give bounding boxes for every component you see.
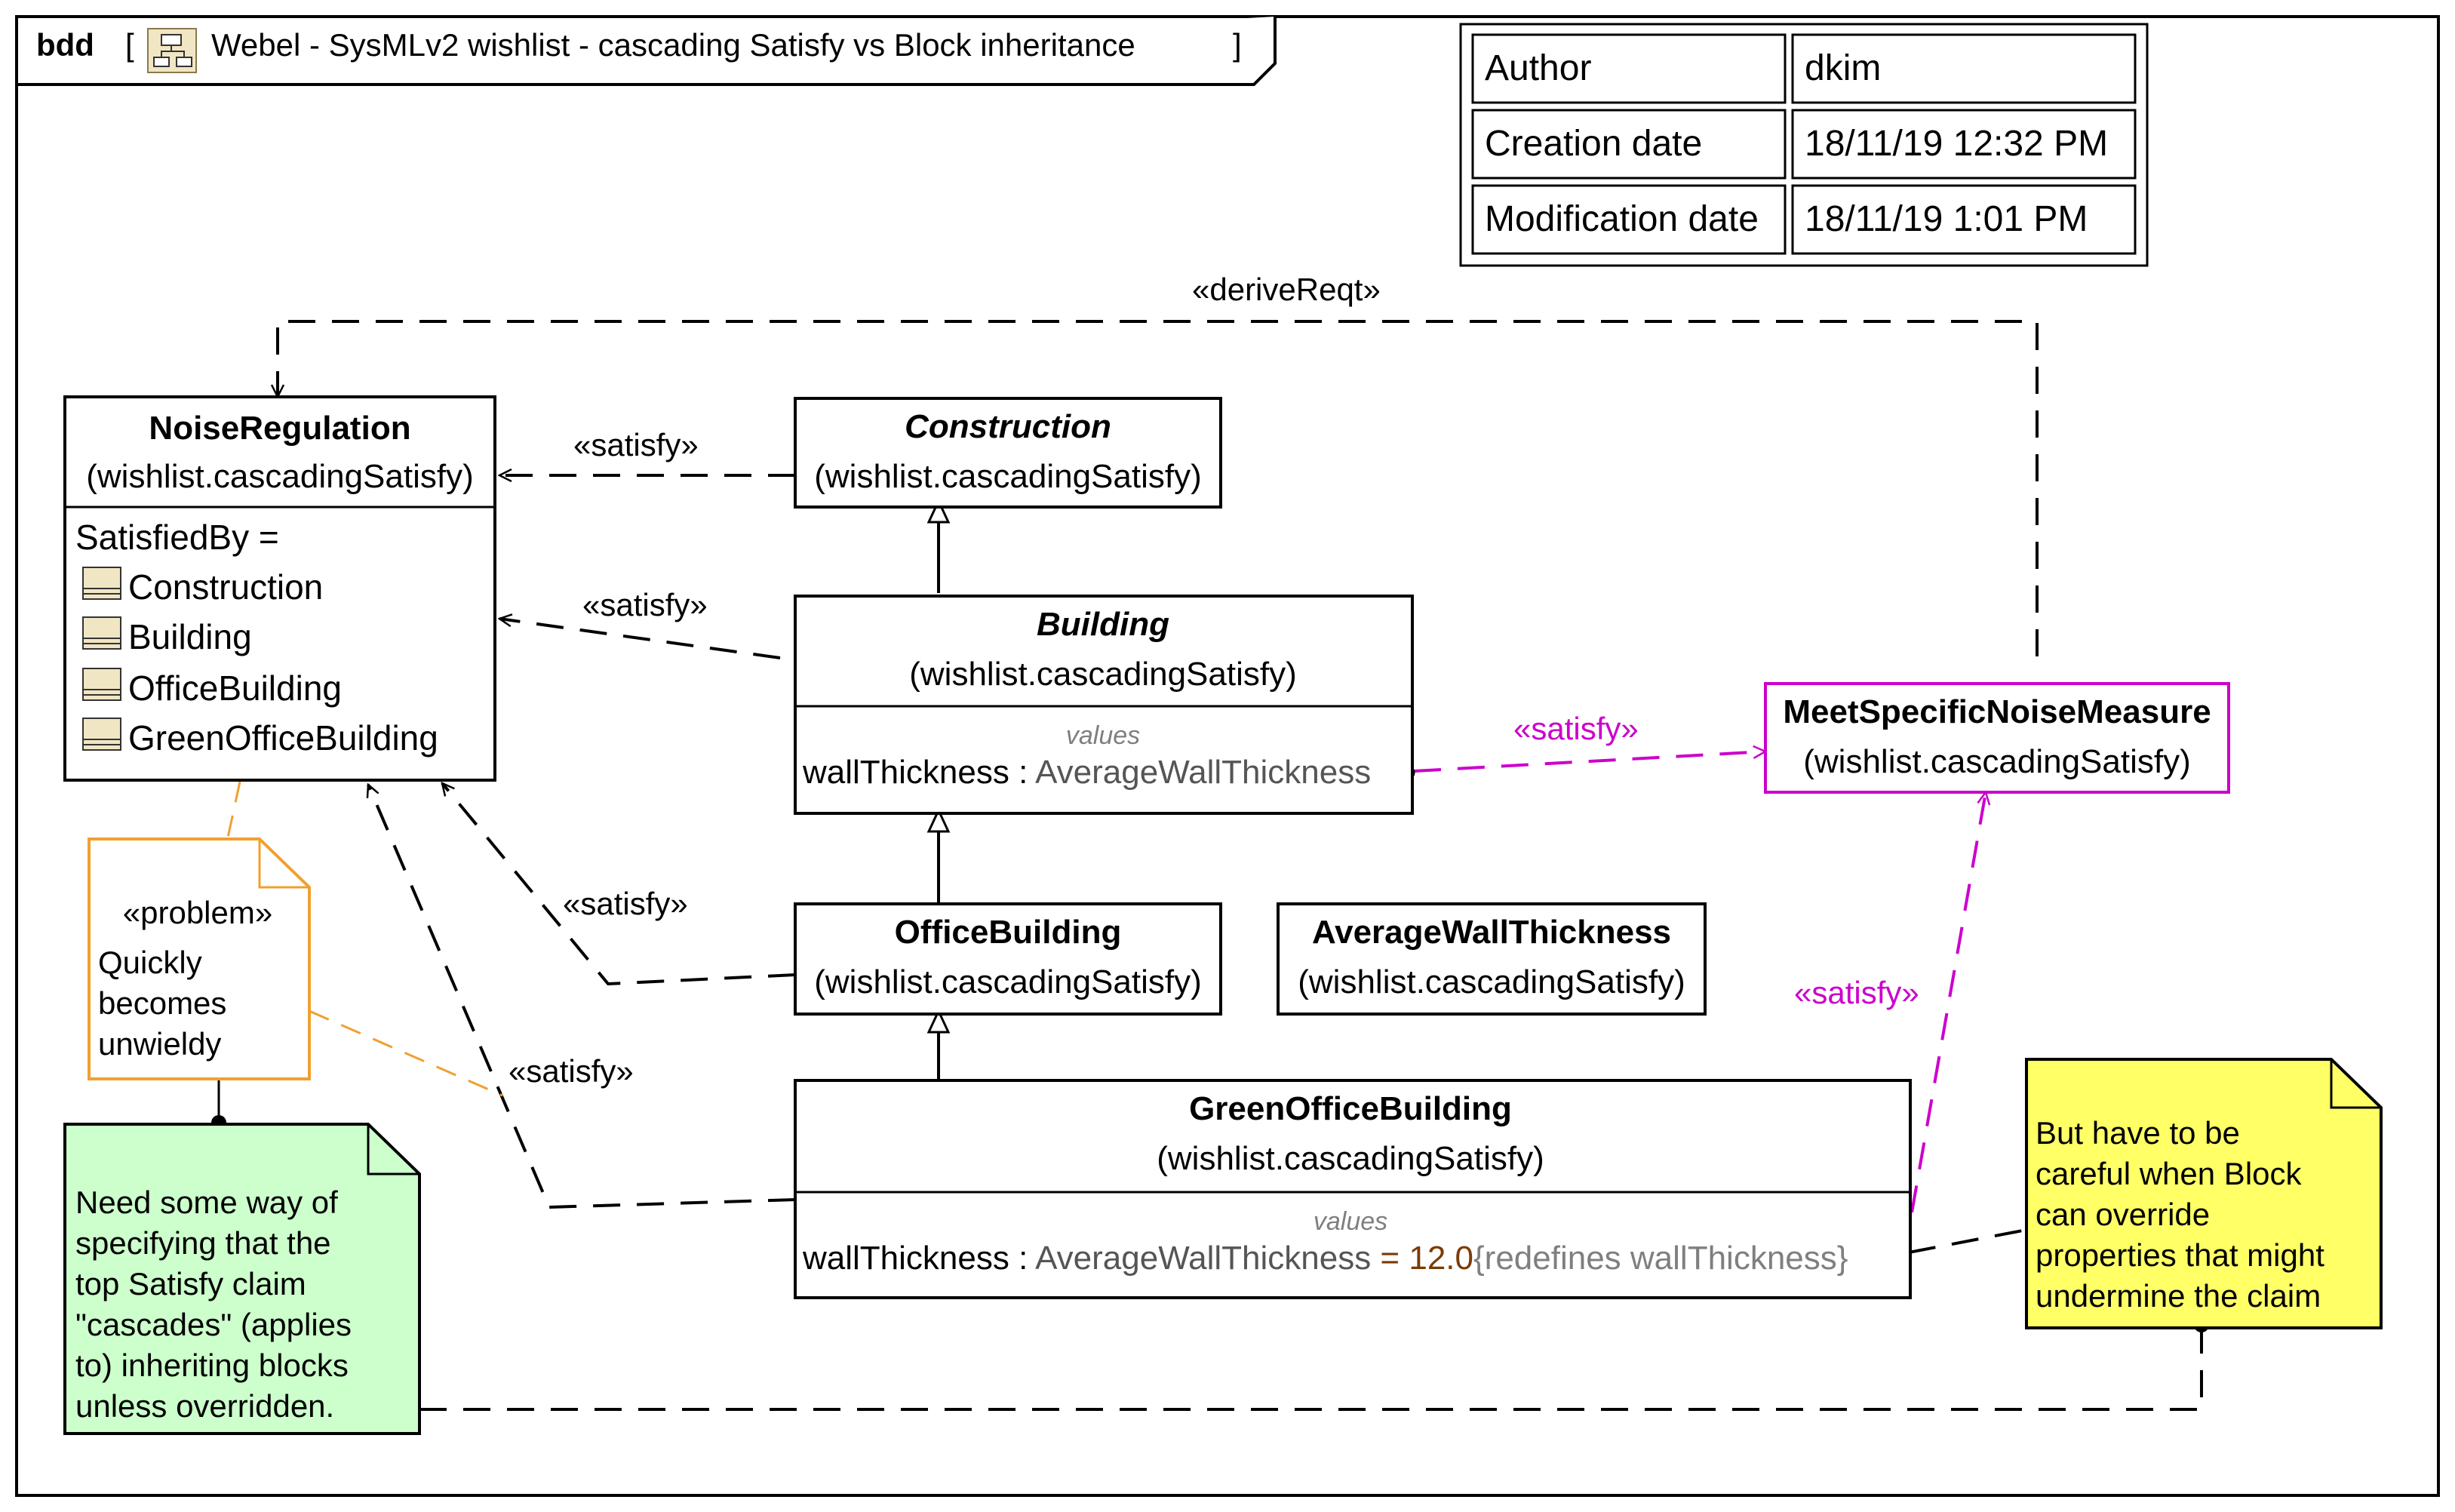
note-line: Need some way of	[75, 1185, 338, 1220]
satisfied-by-item: OfficeBuilding	[128, 668, 342, 708]
satisfied-by-item: Construction	[128, 567, 323, 607]
block-building[interactable]: Building (wishlist.cascadingSatisfy) val…	[794, 595, 1414, 815]
info-value-author: dkim	[1805, 48, 1881, 88]
note-line: unless overridden.	[75, 1388, 334, 1424]
note-line: can override	[2036, 1197, 2210, 1232]
info-label-creation: Creation date	[1485, 124, 1702, 164]
comment-note-green[interactable]: Need some way of specifying that the top…	[63, 1123, 421, 1435]
block-average-wall-thickness[interactable]: AverageWallThickness (wishlist.cascading…	[1277, 902, 1707, 1016]
satisfy-label-building-wallthickness: «satisfy»	[1513, 711, 1639, 746]
block-title: MeetSpecificNoiseMeasure	[1783, 693, 2211, 730]
info-label-author: Author	[1485, 48, 1591, 88]
satisfy-edge-office-building	[442, 783, 796, 986]
block-noise-regulation[interactable]: NoiseRegulation (wishlist.cascadingSatis…	[63, 395, 496, 782]
property-default: = 12.0	[1371, 1240, 1473, 1277]
satisfy-label-building: «satisfy»	[582, 587, 708, 622]
block-title: NoiseRegulation	[149, 410, 410, 447]
info-label-modification: Modification date	[1485, 199, 1759, 239]
block-green-office-building[interactable]: GreenOfficeBuilding (wishlist.cascadingS…	[794, 1079, 1912, 1299]
satisfied-by-item: Building	[128, 617, 252, 656]
note-line: "cascades" (applies	[75, 1307, 352, 1342]
frame-bracket-close: ]	[1233, 27, 1242, 63]
frame-bracket-open: [	[125, 27, 134, 63]
satisfy-edge-green-wallthickness	[1903, 792, 1986, 1256]
note-line: But have to be	[2036, 1115, 2240, 1151]
green-property: wallThickness : AverageWallThickness = 1…	[802, 1240, 1848, 1277]
block-title: OfficeBuilding	[895, 914, 1122, 951]
satisfy-label-construction: «satisfy»	[573, 427, 699, 463]
property-type: AverageWallThickness	[1035, 1240, 1371, 1277]
note-line: careful when Block	[2036, 1156, 2303, 1191]
frame-kind: bdd	[36, 27, 94, 63]
property-colon: :	[1009, 754, 1035, 791]
property-name: wallThickness	[802, 1240, 1009, 1277]
comment-note-yellow[interactable]: But have to be careful when Block can ov…	[2025, 1058, 2383, 1329]
block-package: (wishlist.cascadingSatisfy)	[909, 656, 1297, 693]
yellow-anchor-green	[1908, 1228, 2027, 1254]
note-line: unwieldy	[98, 1026, 221, 1062]
block-title: Building	[1037, 606, 1169, 643]
block-package: (wishlist.cascadingSatisfy)	[1298, 963, 1685, 1000]
problem-anchor-satisfy	[309, 1010, 503, 1097]
satisfy-edge-building	[499, 619, 781, 659]
block-construction[interactable]: Construction (wishlist.cascadingSatisfy)	[794, 397, 1222, 509]
satisfy-label-green-office-building: «satisfy»	[509, 1053, 634, 1089]
note-line: becomes	[98, 985, 226, 1021]
note-line: top Satisfy claim	[75, 1266, 306, 1301]
block-package: (wishlist.cascadingSatisfy)	[814, 458, 1202, 495]
note-line: to) inheriting blocks	[75, 1348, 349, 1383]
satisfy-label-office-building: «satisfy»	[563, 886, 688, 921]
requirement-meet-specific-noise-measure[interactable]: MeetSpecificNoiseMeasure (wishlist.casca…	[1764, 682, 2230, 794]
note-line: undermine the claim	[2036, 1278, 2321, 1314]
note-line: specifying that the	[75, 1225, 331, 1261]
satisfied-by-label: SatisfiedBy =	[75, 518, 279, 557]
note-stereotype: «problem»	[123, 895, 272, 930]
block-package: (wishlist.cascadingSatisfy)	[814, 963, 1202, 1000]
block-icon	[82, 567, 121, 600]
block-package: (wishlist.cascadingSatisfy)	[86, 458, 474, 495]
property-name: wallThickness	[802, 754, 1009, 791]
values-compartment-label: values	[1314, 1207, 1387, 1236]
satisfied-by-item: GreenOfficeBuilding	[128, 718, 438, 758]
values-compartment-label: values	[1066, 721, 1140, 750]
block-title: AverageWallThickness	[1312, 914, 1671, 951]
problem-note[interactable]: «problem» Quickly becomes unwieldy	[88, 837, 311, 1080]
block-office-building[interactable]: OfficeBuilding (wishlist.cascadingSatisf…	[794, 902, 1222, 1016]
info-value-modification: 18/11/19 1:01 PM	[1805, 199, 2088, 239]
block-package: (wishlist.cascadingSatisfy)	[1803, 743, 2191, 780]
block-icon	[82, 718, 121, 751]
frame-title: Webel - SysMLv2 wishlist - cascading Sat…	[211, 27, 1135, 63]
info-value-creation: 18/11/19 12:32 PM	[1805, 124, 2108, 164]
problem-anchor-noise	[226, 781, 241, 838]
frame-title-tab	[17, 17, 1277, 86]
block-title: Construction	[905, 408, 1111, 445]
block-icon	[82, 668, 121, 701]
note-line: Quickly	[98, 945, 202, 980]
block-title: GreenOfficeBuilding	[1189, 1090, 1512, 1127]
satisfy-label-green-wallthickness: «satisfy»	[1794, 975, 1919, 1010]
green-yellow-link	[419, 1326, 2203, 1411]
property-constraint: {redefines wallThickness}	[1473, 1240, 1848, 1277]
property-type: AverageWallThickness	[1035, 754, 1371, 791]
building-property: wallThickness : AverageWallThickness	[802, 754, 1371, 791]
package-diagram-icon	[147, 28, 197, 73]
property-colon: :	[1009, 1240, 1035, 1277]
block-package: (wishlist.cascadingSatisfy)	[1157, 1140, 1544, 1177]
satisfy-edge-building-wallthickness	[1413, 751, 1765, 773]
derive-reqt-label: «deriveReqt»	[1192, 272, 1381, 307]
info-table: Author dkim Creation date 18/11/19 12:32…	[1459, 23, 2149, 267]
block-icon	[82, 616, 121, 650]
note-line: properties that might	[2036, 1237, 2324, 1273]
